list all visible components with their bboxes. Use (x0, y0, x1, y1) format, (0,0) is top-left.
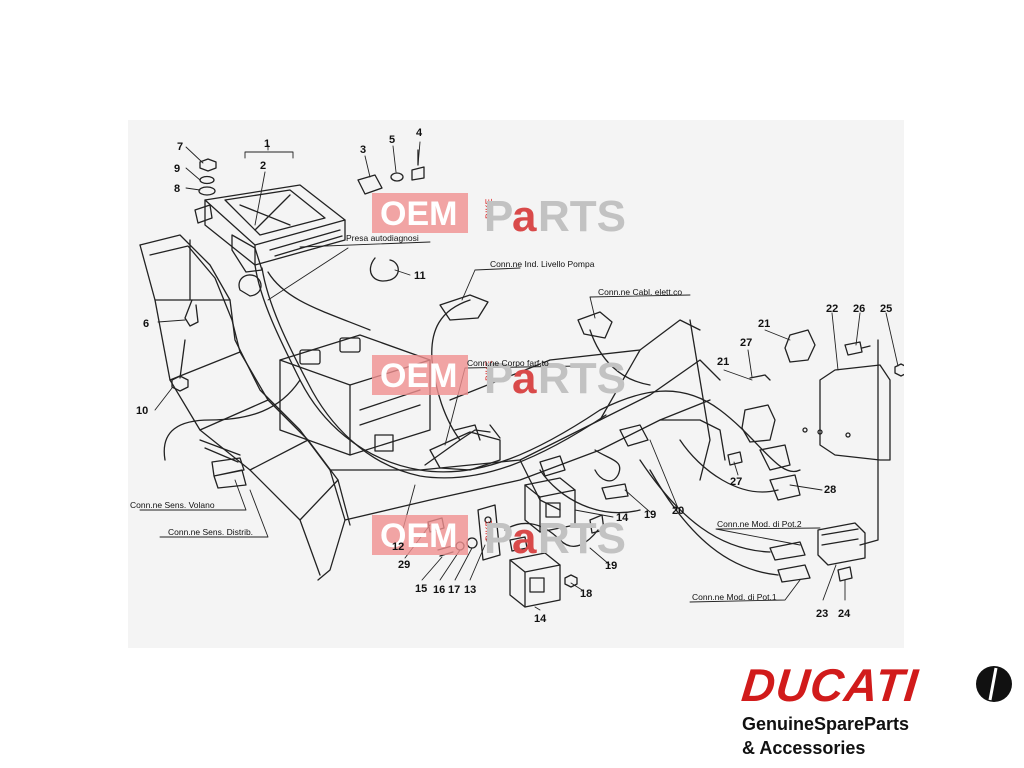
callout-28: 28 (824, 484, 836, 496)
callout-8: 8 (174, 183, 180, 195)
brand-block: DUCATI GenuineSpareParts & Accessories (739, 659, 1022, 762)
ignition-coil-lower (509, 552, 561, 608)
callout-14-upper: 14 (616, 512, 629, 524)
callout-3: 3 (360, 144, 366, 156)
hardware-top-left (171, 158, 217, 392)
callout-4: 4 (416, 127, 423, 139)
callout-16: 16 (433, 584, 445, 596)
brand-tagline-2: & Accessories (742, 738, 866, 758)
callout-19-lower: 19 (605, 560, 617, 572)
callout-27-upper: 27 (740, 337, 752, 349)
watermark-1: OEM BIKE P a RTS (372, 192, 626, 241)
ecu-unit (194, 184, 346, 273)
svg-text:RTS: RTS (538, 354, 626, 403)
diagram-panel: OEM BIKE P a RTS OEM BIKE P a RTS OEM BI… (128, 120, 904, 648)
connector-labels: Presa autodiagnosi Conn.ne Ind. Livello … (130, 233, 802, 602)
callout-20: 20 (672, 505, 684, 517)
svg-text:OEM: OEM (380, 517, 457, 555)
mod-pot-connectors (639, 439, 811, 583)
callout-18: 18 (580, 588, 592, 600)
svg-text:P: P (484, 354, 513, 403)
svg-text:a: a (512, 192, 537, 241)
callout-27-lower: 27 (730, 476, 742, 488)
label-livello-pompa: Conn.ne Ind. Livello Pompa (490, 259, 595, 269)
callout-5: 5 (389, 134, 395, 146)
label-mod-pot1: Conn.ne Mod. di Pot.1 (692, 592, 777, 602)
label-sens-distrib: Conn.ne Sens. Distrib. (168, 527, 253, 537)
label-corpo-farf: Conn.ne Corpo farf.to (467, 358, 549, 368)
bracket-3-4-5 (357, 149, 425, 195)
svg-text:P: P (484, 514, 513, 563)
svg-text:BIKE: BIKE (484, 360, 494, 381)
label-cabl-elett: Conn.ne Cabl. elett.co (598, 287, 682, 297)
svg-text:OEM: OEM (380, 357, 457, 395)
callout-21-upper: 21 (758, 318, 770, 330)
callout-22: 22 (826, 303, 838, 315)
callout-15: 15 (415, 583, 427, 595)
callout-25: 25 (880, 303, 892, 315)
svg-text:RTS: RTS (538, 192, 626, 241)
callout-13: 13 (464, 584, 476, 596)
label-presa-autodiagnosi: Presa autodiagnosi (346, 233, 419, 243)
main-harness (163, 264, 801, 514)
callout-17: 17 (448, 584, 460, 596)
callout-11: 11 (414, 270, 426, 282)
callout-26: 26 (853, 303, 865, 315)
callout-12: 12 (392, 541, 404, 553)
callout-24: 24 (838, 608, 851, 620)
svg-text:P: P (484, 192, 513, 241)
connectors (211, 294, 649, 500)
watermark-3: OEM BIKE P a RTS (372, 514, 626, 563)
callout-1: 1 (264, 138, 270, 150)
callout-14-lower: 14 (534, 613, 547, 625)
wiring-diagram: OEM BIKE P a RTS OEM BIKE P a RTS OEM BI… (130, 127, 904, 625)
callout-6: 6 (143, 318, 149, 330)
callout-23: 23 (816, 608, 828, 620)
ducati-logo: DUCATI (739, 659, 922, 711)
callout-9: 9 (174, 163, 180, 175)
callout-10: 10 (136, 405, 148, 417)
clip-11 (369, 257, 399, 282)
callout-19-upper: 19 (644, 509, 656, 521)
label-mod-pot2: Conn.ne Mod. di Pot.2 (717, 519, 802, 529)
callout-7: 7 (177, 141, 183, 153)
svg-text:a: a (512, 354, 537, 403)
connector-23 (817, 339, 879, 582)
callout-numbers: 1 2 3 4 5 7 9 8 6 10 11 12 29 15 16 17 1… (136, 127, 892, 625)
callout-21-lower: 21 (717, 356, 729, 368)
svg-text:BIKE: BIKE (484, 198, 494, 219)
svg-text:RTS: RTS (538, 514, 626, 563)
label-sens-volano: Conn.ne Sens. Volano (130, 500, 215, 510)
svg-text:BIKE: BIKE (484, 520, 494, 541)
brand-tagline-1: GenuineSpareParts (742, 714, 910, 734)
callout-29: 29 (398, 559, 410, 571)
callout-2: 2 (260, 160, 266, 172)
relay-bracket (727, 329, 904, 501)
svg-text:OEM: OEM (380, 195, 457, 233)
watermark-2: OEM BIKE P a RTS (372, 354, 626, 403)
ducati-emblem-icon (976, 666, 1012, 702)
frame (139, 234, 726, 581)
svg-text:a: a (512, 514, 537, 563)
